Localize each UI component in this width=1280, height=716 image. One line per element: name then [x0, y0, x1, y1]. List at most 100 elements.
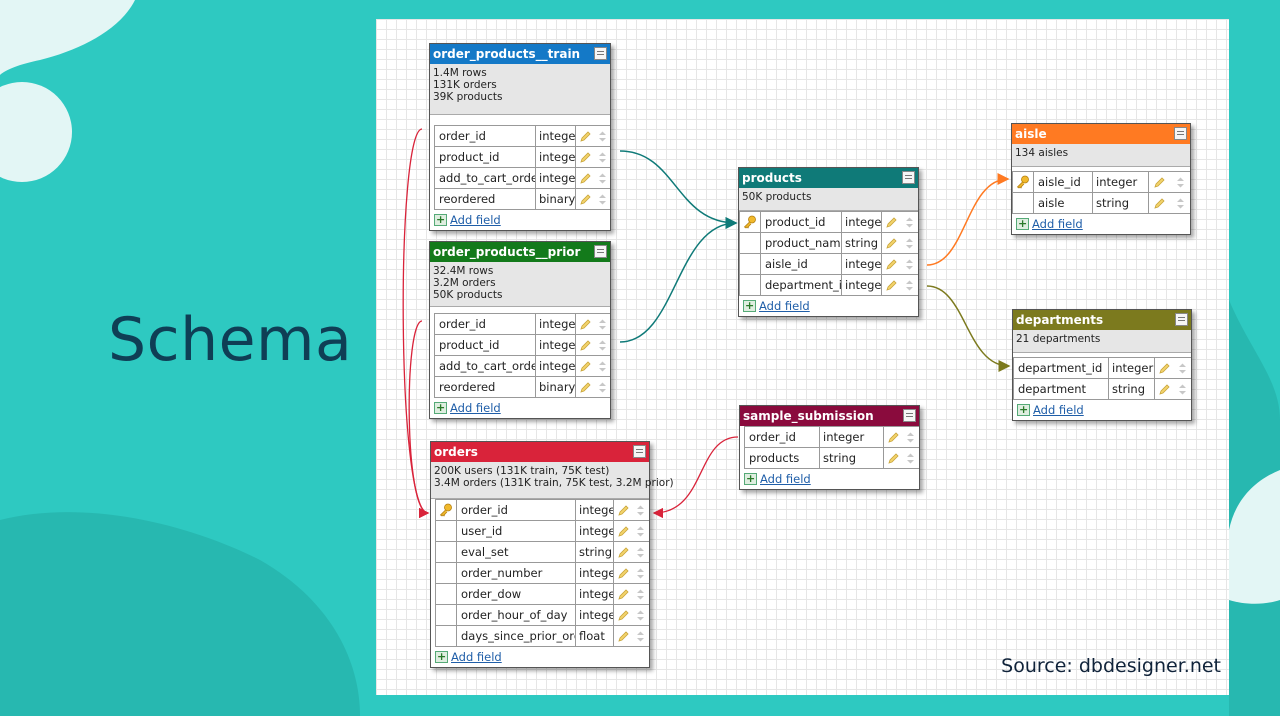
reorder-arrows-icon[interactable]	[1176, 177, 1185, 188]
pencil-icon[interactable]	[579, 381, 591, 393]
reorder-arrows-icon[interactable]	[636, 547, 645, 558]
table-order-products-train[interactable]: order_products__train 1.4M rows 131K ord…	[429, 43, 611, 231]
pencil-icon[interactable]	[618, 504, 629, 516]
add-field-row[interactable]: Add field	[739, 296, 918, 316]
add-field-icon[interactable]	[1016, 214, 1029, 234]
pencil-icon[interactable]	[579, 172, 591, 184]
pencil-icon[interactable]	[886, 216, 897, 228]
add-field-row[interactable]: Add field	[740, 469, 919, 489]
pencil-icon[interactable]	[579, 318, 591, 330]
add-field-row[interactable]: Add field	[1012, 214, 1190, 234]
edit-table-icon[interactable]	[903, 409, 916, 422]
reorder-arrows-icon[interactable]	[598, 173, 607, 184]
pencil-icon[interactable]	[886, 279, 897, 291]
table-departments[interactable]: departments 21 departments department_id…	[1012, 309, 1192, 421]
reorder-arrows-icon[interactable]	[598, 319, 607, 330]
edit-table-icon[interactable]	[1175, 313, 1188, 326]
edit-table-icon[interactable]	[594, 47, 607, 60]
add-field-link[interactable]: Add field	[1033, 403, 1084, 417]
edit-table-icon[interactable]	[633, 445, 646, 458]
reorder-arrows-icon[interactable]	[598, 382, 607, 393]
reorder-arrows-icon[interactable]	[905, 280, 914, 291]
pencil-icon[interactable]	[618, 567, 629, 579]
reorder-arrows-icon[interactable]	[636, 568, 645, 579]
reorder-arrows-icon[interactable]	[1178, 384, 1187, 395]
edit-table-icon[interactable]	[594, 245, 607, 258]
pencil-icon[interactable]	[618, 588, 629, 600]
add-field-link[interactable]: Add field	[759, 299, 810, 313]
add-field-row[interactable]: Add field	[431, 647, 649, 667]
field-row[interactable]: days_since_prior_orderfloat	[435, 626, 649, 647]
reorder-arrows-icon[interactable]	[636, 631, 645, 642]
add-field-icon[interactable]	[1017, 400, 1030, 420]
reorder-arrows-icon[interactable]	[905, 238, 914, 249]
add-field-link[interactable]: Add field	[450, 401, 501, 415]
reorder-arrows-icon[interactable]	[636, 610, 645, 621]
table-orders[interactable]: orders 200K users (131K train, 75K test)…	[430, 441, 674, 668]
add-field-icon[interactable]	[434, 398, 447, 418]
add-field-icon[interactable]	[434, 210, 447, 230]
pencil-icon[interactable]	[579, 130, 591, 142]
table-header[interactable]: sample_submission	[740, 406, 919, 426]
reorder-arrows-icon[interactable]	[598, 340, 607, 351]
field-row[interactable]: order_hour_of_dayinteger	[435, 605, 649, 626]
reorder-arrows-icon[interactable]	[636, 505, 645, 516]
table-order-products-prior[interactable]: order_products__prior 32.4M rows 3.2M or…	[429, 241, 611, 419]
pencil-icon[interactable]	[579, 193, 591, 205]
table-header[interactable]: aisle	[1012, 124, 1190, 144]
add-field-row[interactable]: Add field	[430, 398, 610, 418]
pencil-icon[interactable]	[888, 431, 899, 443]
pencil-icon[interactable]	[1159, 383, 1170, 395]
reorder-arrows-icon[interactable]	[598, 152, 607, 163]
table-header[interactable]: order_products__train	[430, 44, 610, 64]
table-header[interactable]: order_products__prior	[430, 242, 610, 262]
add-field-link[interactable]: Add field	[760, 472, 811, 486]
pencil-icon[interactable]	[618, 630, 629, 642]
table-header[interactable]: orders	[431, 442, 649, 462]
pencil-icon[interactable]	[888, 452, 899, 464]
reorder-arrows-icon[interactable]	[906, 453, 915, 464]
add-field-row[interactable]: Add field	[430, 210, 610, 230]
field-row[interactable]: order_numberinteger	[435, 563, 649, 584]
reorder-arrows-icon[interactable]	[636, 526, 645, 537]
edit-table-icon[interactable]	[902, 171, 915, 184]
table-header[interactable]: departments	[1013, 310, 1191, 330]
pencil-icon[interactable]	[579, 339, 591, 351]
reorder-arrows-icon[interactable]	[906, 432, 915, 443]
pencil-icon[interactable]	[886, 237, 897, 249]
reorder-arrows-icon[interactable]	[1178, 363, 1187, 374]
table-products[interactable]: products 50K products product_idinteger …	[738, 167, 919, 317]
add-field-icon[interactable]	[744, 469, 757, 489]
diagram-canvas[interactable]: order_products__train 1.4M rows 131K ord…	[376, 19, 1229, 695]
pencil-icon[interactable]	[618, 525, 629, 537]
edit-table-icon[interactable]	[1174, 127, 1187, 140]
reorder-arrows-icon[interactable]	[905, 217, 914, 228]
add-field-row[interactable]: Add field	[1013, 400, 1191, 420]
pencil-icon[interactable]	[579, 151, 591, 163]
field-row[interactable]: order_dowinteger	[435, 584, 649, 605]
reorder-arrows-icon[interactable]	[598, 131, 607, 142]
reorder-arrows-icon[interactable]	[636, 589, 645, 600]
table-header[interactable]: products	[739, 168, 918, 188]
